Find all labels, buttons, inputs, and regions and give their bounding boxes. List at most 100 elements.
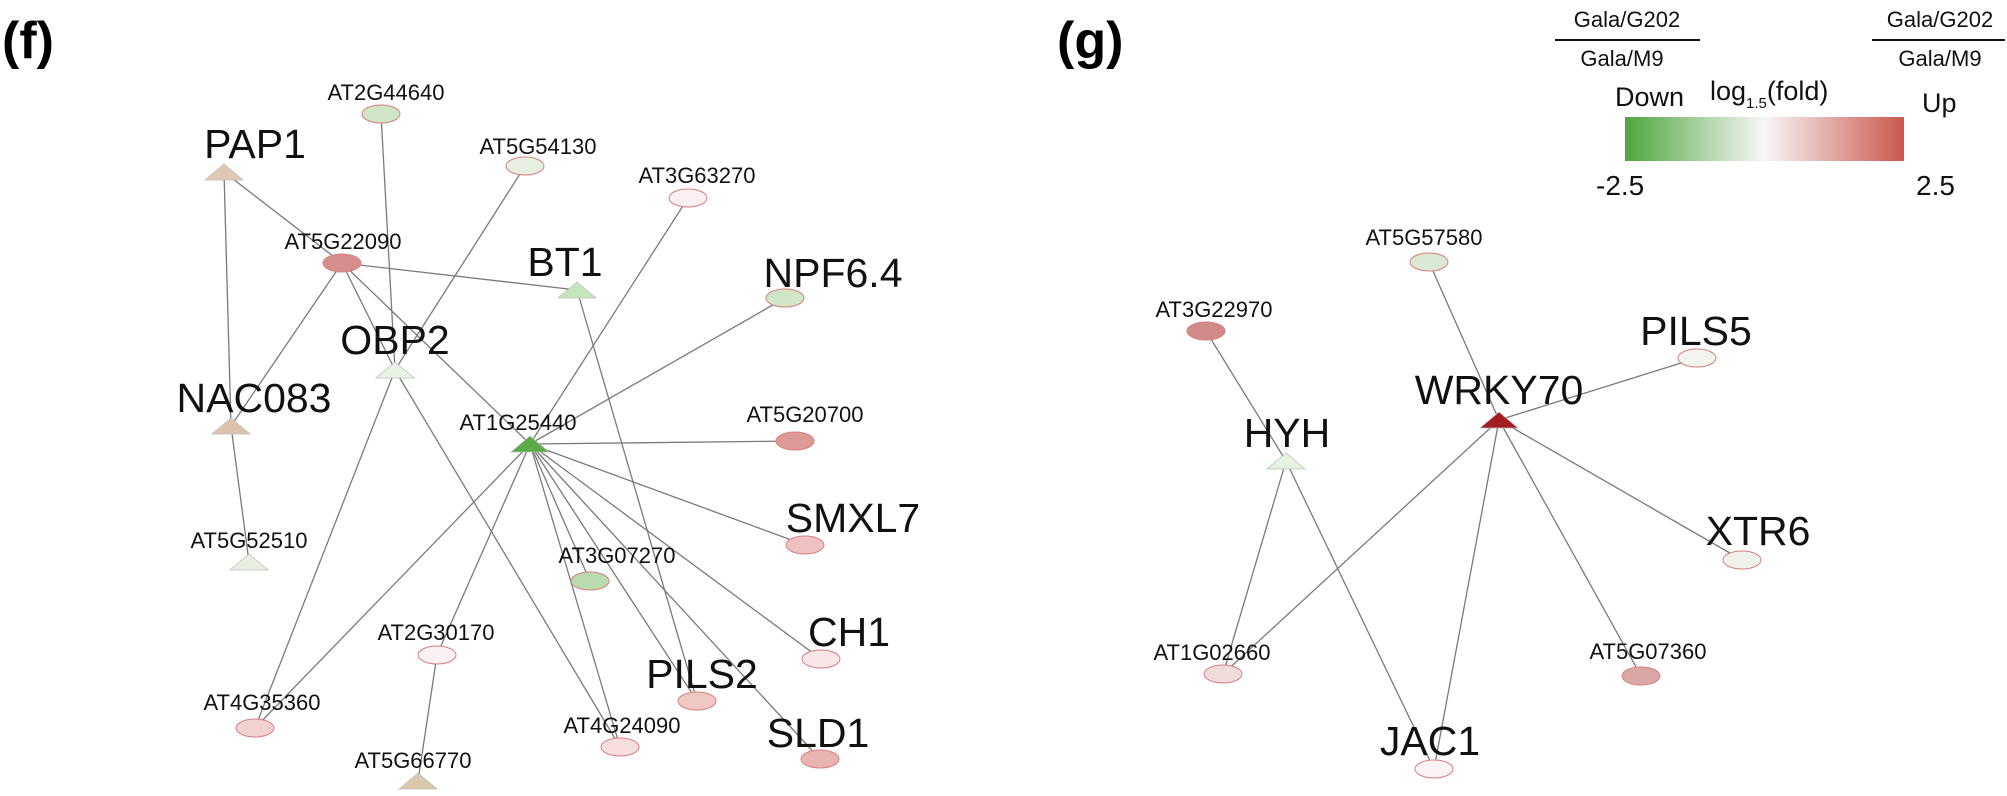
node-jac1[interactable] [1414,759,1454,779]
node-at2g30170[interactable] [417,645,457,665]
edge-at5g22090-obp2 [341,262,396,371]
node-label-npf6-4: NPF6.4 [764,250,903,296]
node-pap1[interactable] [203,163,245,181]
node-pils2[interactable] [677,691,717,711]
edge-nac083-at5g52510 [230,425,250,563]
edge-at5g22090-bt1 [341,262,578,291]
network-g-nodes [1186,252,1762,779]
edge-at2g44640-obp2 [380,113,396,371]
edge-at1g25440-at4g35360 [254,443,531,729]
node-label-pap1: PAP1 [204,121,306,167]
legend-left-denominator: Gala/M9 [1580,46,1663,71]
edge-pap1-nac083 [223,171,232,427]
node-at5g66770[interactable] [397,772,439,790]
node-label-jac1: JAC1 [1380,718,1480,764]
legend-min-label: -2.5 [1596,170,1644,201]
node-at2g44640[interactable] [361,104,401,124]
legend-scale-prefix: log [1710,76,1746,106]
panel-g-label: (g) [1057,12,1123,70]
node-hyh[interactable] [1265,452,1307,470]
node-at1g25440[interactable] [509,435,551,453]
node-at4g35360[interactable] [235,718,275,738]
edge-obp2-at4g35360 [254,369,396,729]
edge-at3g22970-hyh [1205,330,1287,462]
edge-hyh-at1g02660 [1222,460,1287,675]
edge-at1g25440-sld1 [529,443,821,760]
legend-gradient-bar [1625,117,1904,161]
node-at1g02660[interactable] [1203,664,1243,684]
node-label-at1g02660: AT1G02660 [1153,640,1270,665]
node-nac083[interactable] [210,417,252,435]
edge-at5g54130-obp2 [394,165,526,371]
node-at5g52510[interactable] [228,553,270,571]
color-legend: Gala/G202 Gala/M9 Gala/G202 Gala/M9 Down… [1555,7,2005,201]
node-label-xtr6: XTR6 [1706,508,1811,554]
legend-scale-subscript: 1.5 [1746,95,1767,112]
node-label-at5g20700: AT5G20700 [746,402,863,427]
node-at5g07360[interactable] [1621,666,1661,686]
edge-obp2-at4g24090 [394,369,621,748]
node-label-at1g25440: AT1G25440 [459,410,576,435]
node-label-sld1: SLD1 [767,710,870,756]
edge-at1g25440-at4g24090 [529,443,621,748]
node-xtr6[interactable] [1722,550,1762,570]
legend-left-numerator: Gala/G202 [1574,7,1680,32]
edge-wrky70-at1g02660 [1222,419,1500,675]
legend-down-label: Down [1615,82,1684,112]
edge-hyh-jac1 [1285,460,1435,770]
node-at5g54130[interactable] [505,156,545,176]
network-f-nodes [203,104,841,790]
node-at5g57580[interactable] [1409,252,1449,272]
node-label-obp2: OBP2 [340,317,449,363]
edge-wrky70-xtr6 [1498,419,1743,561]
node-npf6-4[interactable] [765,288,805,308]
edge-wrky70-pils5 [1498,357,1698,421]
edge-bt1-pils2 [576,289,698,702]
node-wrky70[interactable] [1478,411,1520,429]
node-label-at4g35360: AT4G35360 [203,690,320,715]
node-label-at3g22970: AT3G22970 [1155,297,1272,322]
edge-at1g25440-at5g20700 [529,440,796,445]
legend-scale-suffix: (fold) [1767,76,1829,106]
node-label-hyh: HYH [1244,410,1331,456]
node-label-at2g44640: AT2G44640 [327,80,444,105]
edge-at2g30170-at5g66770 [417,654,438,782]
edge-at1g25440-at2g30170 [436,443,531,656]
node-at4g24090[interactable] [600,737,640,757]
edge-at1g25440-at3g07270 [529,443,591,582]
edge-pap1-at5g22090 [223,171,343,264]
node-pils5[interactable] [1677,348,1717,368]
node-at3g22970[interactable] [1186,321,1226,341]
node-obp2[interactable] [374,361,416,379]
node-label-at3g63270: AT3G63270 [638,163,755,188]
node-label-bt1: BT1 [527,239,602,285]
node-at3g63270[interactable] [668,188,708,208]
legend-max-label: 2.5 [1916,170,1955,201]
node-label-at3g07270: AT3G07270 [558,543,675,568]
node-label-at4g24090: AT4G24090 [563,713,680,738]
node-label-nac083: NAC083 [177,375,332,421]
node-at5g22090[interactable] [322,253,362,273]
node-at5g20700[interactable] [775,431,815,451]
network-g-edges [1205,261,1743,770]
node-label-at5g52510: AT5G52510 [190,528,307,553]
node-bt1[interactable] [556,281,598,299]
node-at3g07270[interactable] [570,571,610,591]
node-smxl7[interactable] [785,535,825,555]
network-f-labels: AT2G44640AT5G54130AT3G63270PAP1AT5G22090… [177,80,921,773]
node-label-at5g66770: AT5G66770 [354,748,471,773]
edge-at5g57580-wrky70 [1428,261,1500,421]
edge-at5g22090-nac083 [230,262,343,427]
node-ch1[interactable] [801,649,841,669]
edge-at1g25440-ch1 [529,443,822,660]
node-label-ch1: CH1 [808,609,890,655]
node-sld1[interactable] [800,749,840,769]
edge-at1g25440-pils2 [529,443,698,702]
edge-at3g63270-at1g25440 [529,197,689,445]
node-label-pils5: PILS5 [1640,308,1752,354]
network-f-edges [223,113,822,782]
legend-scale-label: log1.5(fold) [1710,76,1828,112]
edge-wrky70-jac1 [1433,419,1500,770]
edge-at1g25440-smxl7 [529,443,806,546]
